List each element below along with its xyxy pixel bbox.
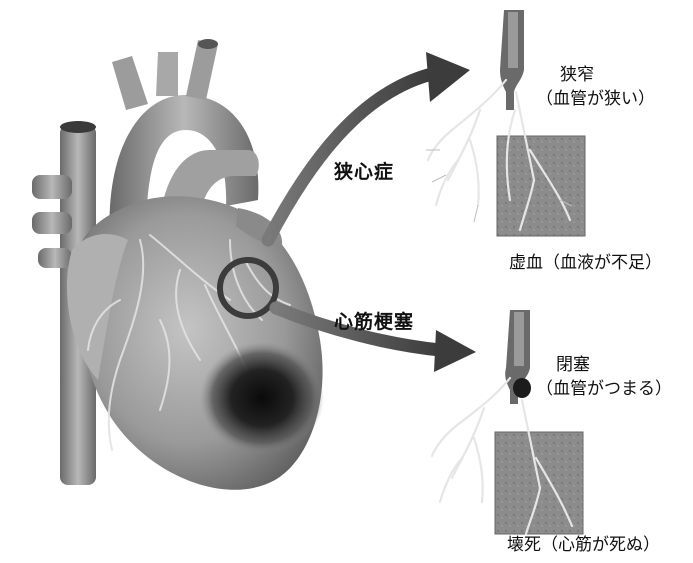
necrosis-caption: 壊死（心筋が死ぬ）	[507, 536, 660, 556]
occlusion-note: （血管がつまる）	[536, 380, 672, 400]
ischemia-caption: 虚血（血液が不足）	[509, 254, 662, 274]
infarct-zone	[200, 342, 324, 454]
stenosis-panel	[426, 10, 585, 236]
stenosis-title: 狭窄	[560, 66, 594, 86]
heart-illustration	[32, 39, 324, 490]
angina-label: 狭心症	[334, 162, 394, 184]
upper-arrow	[268, 52, 470, 240]
myocardial-infarction-label: 心筋梗塞	[334, 312, 414, 334]
ischemic-tissue	[497, 136, 585, 236]
occlusion-title: 閉塞	[556, 356, 590, 376]
stenosis-note: （血管が狭い）	[536, 90, 655, 110]
